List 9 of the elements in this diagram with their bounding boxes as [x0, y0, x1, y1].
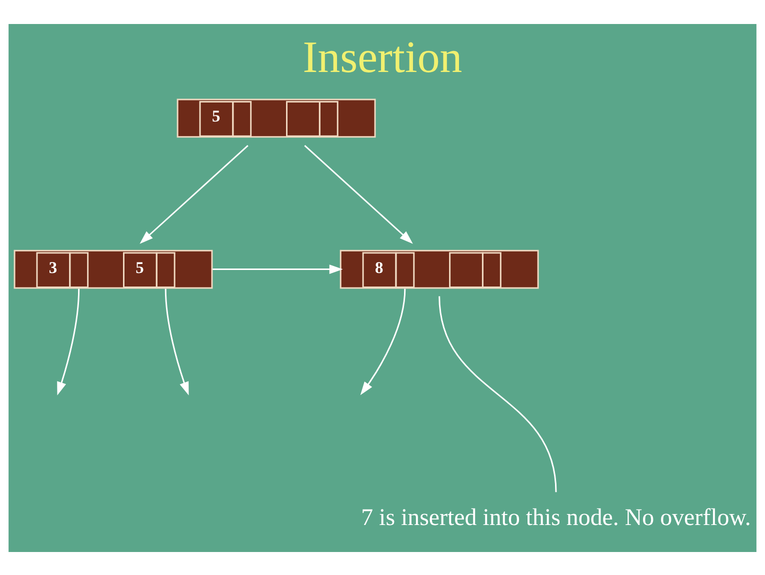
arrow	[304, 144, 413, 244]
arrow	[140, 144, 248, 244]
arrow	[164, 288, 189, 395]
arrow	[212, 264, 343, 274]
diagram-title: Insertion	[302, 31, 462, 82]
connector	[438, 296, 557, 492]
arrow	[57, 288, 80, 395]
arrow	[360, 288, 406, 395]
node-text: 7 is inserted into this node. No overflow.	[361, 504, 751, 530]
